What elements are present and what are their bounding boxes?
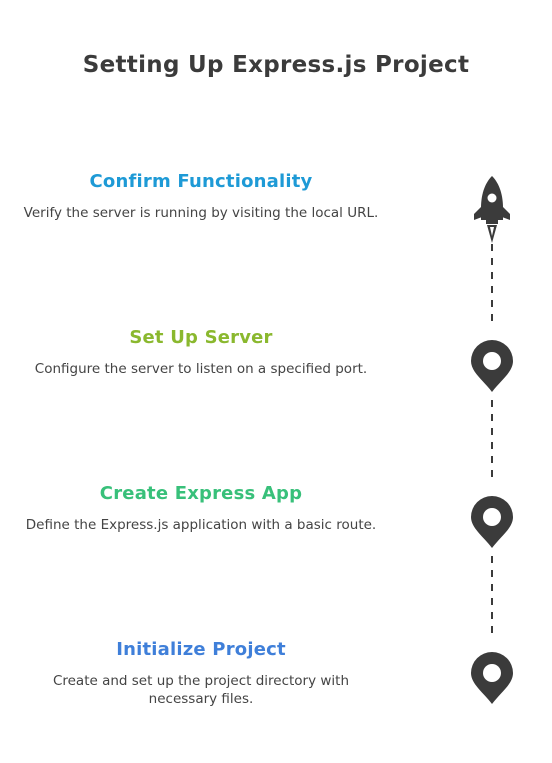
- step-description: Create and set up the project directory …: [52, 673, 350, 707]
- step-title: Set Up Server: [129, 327, 273, 348]
- step-description: Verify the server is running by visiting…: [23, 205, 379, 221]
- step-initialize-project: Initialize Project Create and set up the…: [20, 639, 382, 708]
- step-create-express-app: Create Express App Define the Express.js…: [20, 483, 382, 534]
- step-confirm-functionality: Confirm Functionality Verify the server …: [20, 171, 382, 222]
- rocket-icon: [474, 176, 510, 243]
- step-title: Confirm Functionality: [89, 171, 313, 192]
- page-title: Setting Up Express.js Project: [82, 52, 470, 78]
- step-set-up-server: Set Up Server Configure the server to li…: [20, 327, 382, 378]
- map-pin-icon: [471, 496, 513, 548]
- step-title: Initialize Project: [116, 639, 286, 660]
- map-pin-icon: [471, 652, 513, 704]
- step-title: Create Express App: [99, 483, 303, 504]
- step-description: Configure the server to listen on a spec…: [34, 361, 368, 377]
- map-pin-icon: [471, 340, 513, 392]
- step-description: Define the Express.js application with a…: [25, 517, 377, 533]
